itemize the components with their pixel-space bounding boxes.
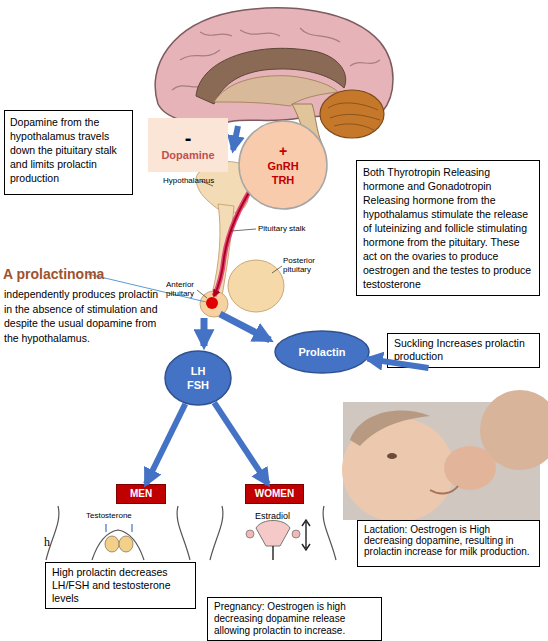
text-holder: LH FSH bbox=[164, 350, 232, 406]
text-holder: Prolactin bbox=[274, 330, 370, 374]
male-illustration bbox=[46, 506, 190, 560]
part-label: Hypothalamus bbox=[163, 176, 223, 185]
node-text: Lactation: Oestrogen is High decreasing … bbox=[364, 524, 533, 557]
part-label: independently produces prolactin in the … bbox=[4, 287, 159, 345]
body-outline bbox=[210, 506, 223, 560]
ellipse-outline bbox=[164, 350, 232, 406]
node-text: Dopamine bbox=[161, 148, 214, 162]
dopamine-box: -Dopamine bbox=[148, 118, 228, 172]
gyrus-line bbox=[240, 30, 280, 36]
pituitary-arrow bbox=[220, 314, 270, 340]
testis bbox=[119, 536, 133, 552]
note-box: Dopamine from the hypothalamus travels d… bbox=[4, 110, 133, 195]
pituitary-arrow bbox=[201, 318, 208, 346]
note-box: High prolactin decreases LH/FSH and test… bbox=[45, 562, 196, 609]
node-text: LH FSH bbox=[183, 364, 213, 392]
female-illustration bbox=[210, 506, 336, 560]
ellipse-shape bbox=[165, 351, 231, 405]
part-label: Anterior pituitary bbox=[166, 280, 202, 298]
part-label: Posterior pituitary bbox=[283, 256, 323, 274]
cerebellum-folds bbox=[328, 103, 380, 130]
node-text: + bbox=[279, 143, 287, 159]
ellipse-shape bbox=[275, 331, 369, 373]
body-outline bbox=[177, 506, 190, 560]
ovary bbox=[292, 530, 300, 538]
body-outline bbox=[323, 506, 336, 560]
breastfeeding-photo bbox=[342, 390, 548, 522]
baby-hand bbox=[444, 446, 496, 490]
hormone-circle: +GnRH TRH bbox=[238, 120, 328, 210]
hormone-ellipse: Prolactin bbox=[274, 330, 370, 374]
note-box: Suckling Increases prolactin production bbox=[387, 333, 540, 368]
body-outline bbox=[92, 530, 144, 560]
gyrus-line bbox=[180, 50, 220, 60]
note-box: Lactation: Oestrogen is High decreasing … bbox=[357, 520, 540, 567]
hormone-arrow bbox=[273, 520, 310, 560]
node-text: Both Thyrotropin Releasing hormone and G… bbox=[363, 165, 533, 291]
text-holder: +GnRH TRH bbox=[238, 120, 328, 210]
flow-arrow bbox=[214, 403, 268, 484]
leader-line bbox=[197, 290, 207, 298]
node-text: Prolactin bbox=[298, 345, 345, 359]
note-box: Both Thyrotropin Releasing hormone and G… bbox=[356, 160, 540, 296]
node-text: Pregnancy: Oestrogen is high decreasing … bbox=[214, 601, 375, 637]
sex-label-box: WOMEN bbox=[245, 484, 304, 504]
flow-arrow bbox=[146, 404, 185, 484]
testis bbox=[105, 536, 119, 552]
node-text: MEN bbox=[130, 488, 152, 500]
node-text: High prolactin decreases LH/FSH and test… bbox=[52, 566, 189, 605]
part-label: Testosterone bbox=[86, 511, 146, 520]
leader-line bbox=[231, 229, 256, 231]
posterior-pituitary bbox=[228, 260, 284, 312]
node-text: GnRH TRH bbox=[263, 159, 303, 187]
leader-line bbox=[272, 266, 282, 273]
part-label: Estradiol bbox=[255, 511, 305, 521]
baby-mouth bbox=[430, 486, 458, 493]
thalamus bbox=[214, 76, 338, 106]
baby-hair bbox=[350, 411, 430, 446]
node-text: Dopamine from the hypothalamus travels d… bbox=[10, 115, 127, 185]
cerebellum bbox=[320, 90, 384, 138]
node-text: Suckling Increases prolactin production bbox=[394, 337, 533, 363]
flow-arrow bbox=[368, 359, 429, 368]
sex-label-box: MEN bbox=[116, 484, 166, 504]
part-label: Pituitary stalk bbox=[258, 224, 328, 233]
gyrus-line bbox=[350, 60, 380, 66]
uterus bbox=[256, 521, 290, 547]
part-label: h bbox=[44, 536, 64, 549]
prolactinoma-dot bbox=[206, 297, 218, 309]
ellipse-shape bbox=[239, 121, 327, 209]
hormone-arrow bbox=[106, 524, 132, 532]
note-box: Pregnancy: Oestrogen is high decreasing … bbox=[207, 597, 382, 641]
ovary bbox=[246, 530, 254, 538]
node-text: - bbox=[185, 128, 192, 148]
baby-eye bbox=[387, 453, 397, 459]
node-text: WOMEN bbox=[255, 488, 294, 500]
hormone-ellipse: LH FSH bbox=[164, 350, 232, 406]
dopamine-arrow bbox=[233, 126, 238, 150]
gyrus-line bbox=[200, 32, 232, 36]
body-outline bbox=[46, 506, 59, 560]
gyrus-line bbox=[300, 28, 340, 42]
part-label: A prolactinoma bbox=[3, 265, 153, 283]
